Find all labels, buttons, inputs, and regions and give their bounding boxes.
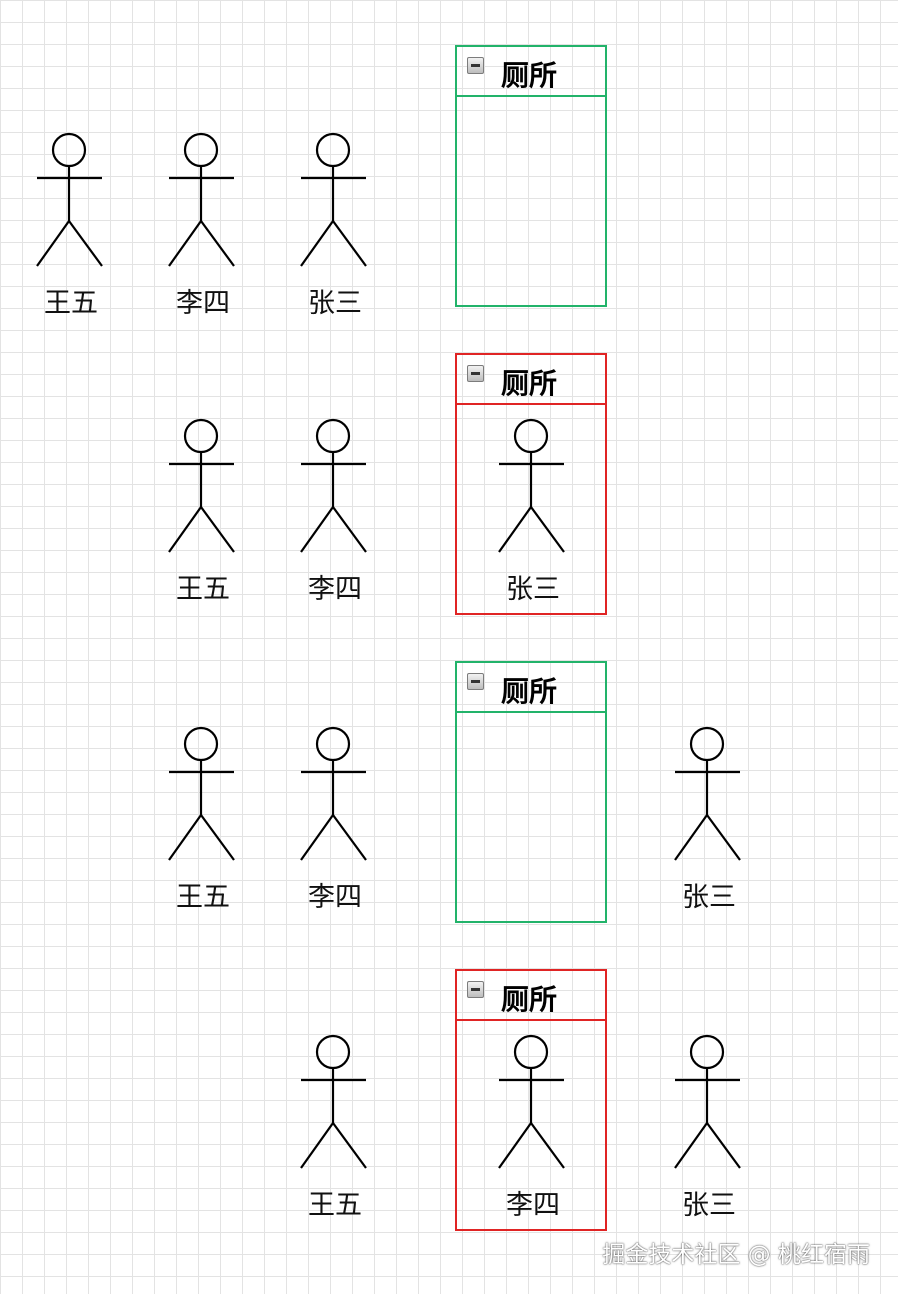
stick-figure-icon xyxy=(300,1034,367,1169)
stick-figure-icon xyxy=(168,418,235,553)
actor-label: 张三 xyxy=(506,574,560,605)
watermark-text: 掘金技术社区 @ 桃红宿雨 xyxy=(602,1242,870,1268)
actor-figure: 张三 xyxy=(498,418,568,605)
actor-figure: 王五 xyxy=(168,418,238,605)
actor-label: 王五 xyxy=(308,1190,362,1221)
actor-figure: 李四 xyxy=(168,132,238,319)
collapse-icon[interactable] xyxy=(467,673,484,690)
stick-figure-icon xyxy=(674,726,741,861)
box-title: 厕所 xyxy=(501,59,558,92)
toilet-box[interactable]: 厕所 xyxy=(455,969,607,1231)
stick-figure-icon xyxy=(300,726,367,861)
box-header: 厕所 xyxy=(457,971,605,1021)
actor-label: 李四 xyxy=(176,288,230,319)
toilet-box[interactable]: 厕所 xyxy=(455,353,607,615)
collapse-icon[interactable] xyxy=(467,57,484,74)
box-title: 厕所 xyxy=(501,983,558,1016)
stick-figure-icon xyxy=(498,418,565,553)
box-header: 厕所 xyxy=(457,47,605,97)
actor-label: 李四 xyxy=(308,882,362,913)
collapse-icon[interactable] xyxy=(467,365,484,382)
actor-label: 张三 xyxy=(682,1190,736,1221)
actor-figure: 李四 xyxy=(498,1034,568,1221)
collapse-icon[interactable] xyxy=(467,981,484,998)
actor-label: 王五 xyxy=(176,574,230,605)
stick-figure-icon xyxy=(300,418,367,553)
actor-figure: 张三 xyxy=(300,132,370,319)
actor-figure: 张三 xyxy=(674,726,744,913)
actor-label: 张三 xyxy=(682,882,736,913)
actor-figure: 张三 xyxy=(674,1034,744,1221)
box-title: 厕所 xyxy=(501,367,558,400)
stick-figure-icon xyxy=(674,1034,741,1169)
actor-figure: 王五 xyxy=(300,1034,370,1221)
box-header: 厕所 xyxy=(457,663,605,713)
actor-figure: 李四 xyxy=(300,418,370,605)
box-title: 厕所 xyxy=(501,675,558,708)
actor-figure: 李四 xyxy=(300,726,370,913)
stick-figure-icon xyxy=(498,1034,565,1169)
actor-figure: 王五 xyxy=(36,132,106,319)
actor-figure: 王五 xyxy=(168,726,238,913)
stick-figure-icon xyxy=(300,132,367,267)
toilet-box[interactable]: 厕所 xyxy=(455,661,607,923)
actor-label: 李四 xyxy=(308,574,362,605)
actor-label: 王五 xyxy=(176,882,230,913)
stick-figure-icon xyxy=(36,132,103,267)
toilet-box[interactable]: 厕所 xyxy=(455,45,607,307)
stick-figure-icon xyxy=(168,132,235,267)
stick-figure-icon xyxy=(168,726,235,861)
actor-label: 张三 xyxy=(308,288,362,319)
box-header: 厕所 xyxy=(457,355,605,405)
actor-label: 李四 xyxy=(506,1190,560,1221)
actor-label: 王五 xyxy=(44,288,98,319)
